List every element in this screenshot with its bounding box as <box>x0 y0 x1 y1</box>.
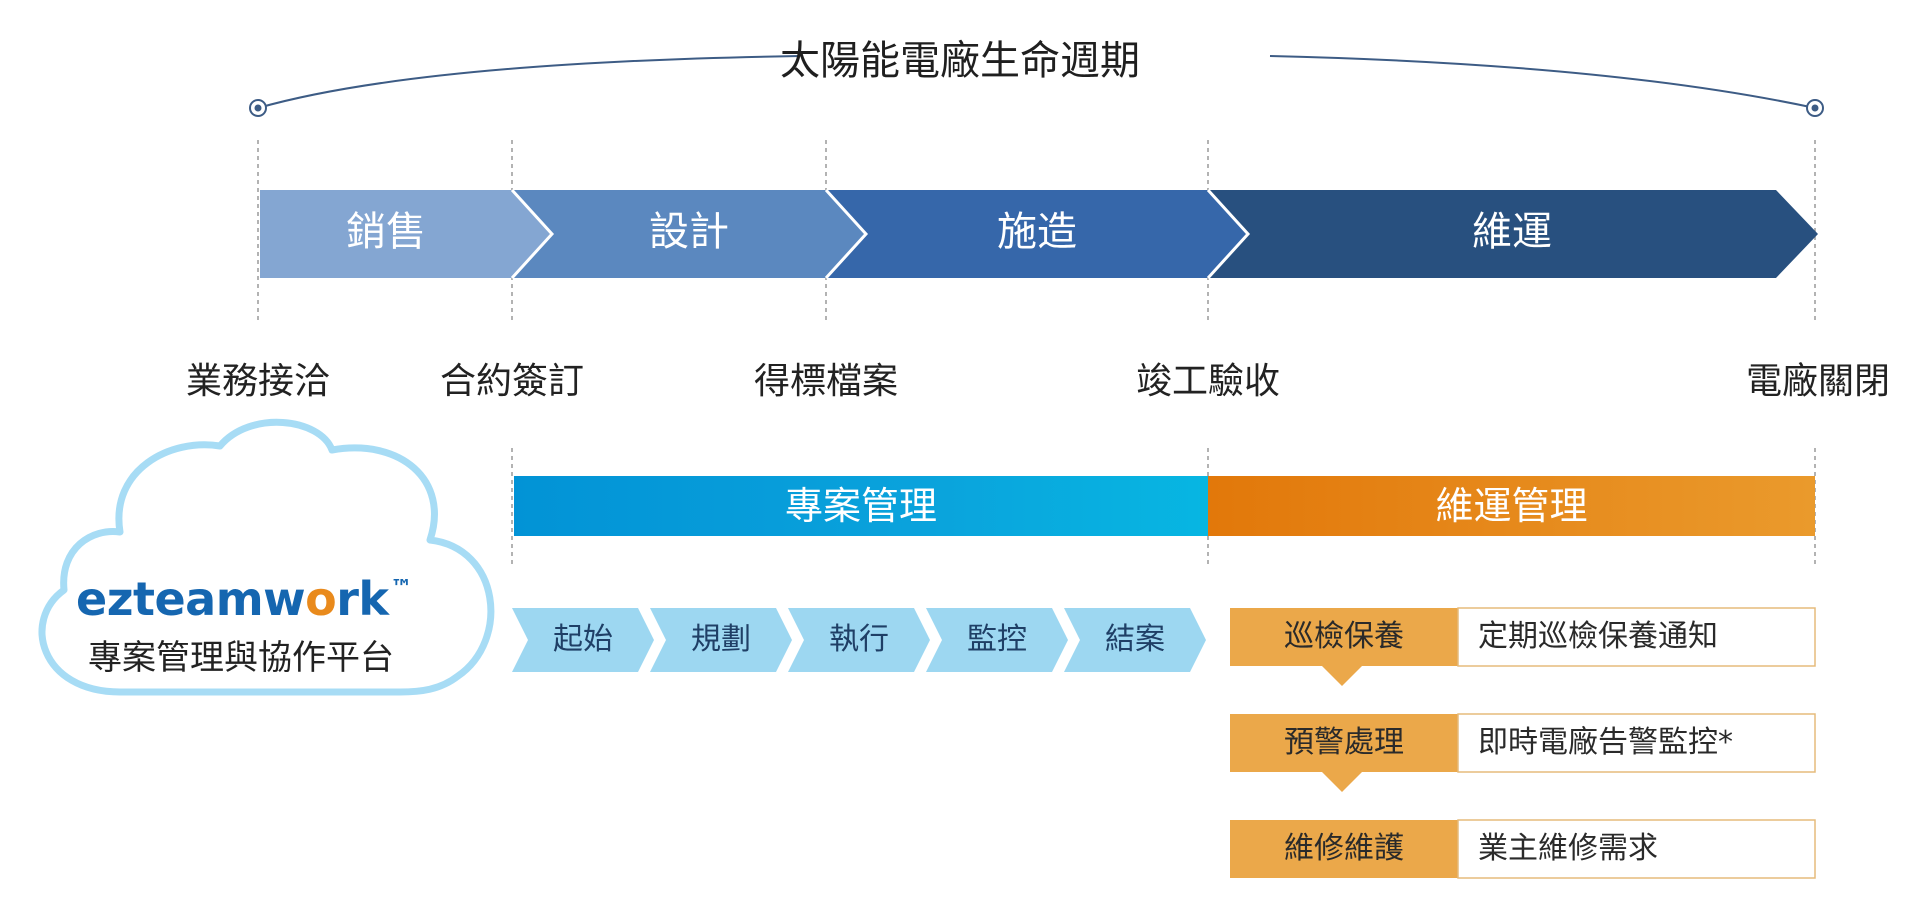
step-2-label: 規劃 <box>691 622 751 657</box>
ezteamwork-logo: eztеamwork™ <box>76 572 413 626</box>
ops-task-rows <box>1230 607 1816 879</box>
band-project-bg <box>514 476 1208 536</box>
lifecycle-arc-left <box>257 55 801 109</box>
milestone-4: 竣工驗收 <box>1135 361 1281 402</box>
milestone-2: 合約簽訂 <box>439 361 585 402</box>
step-4-arrow <box>926 608 1068 672</box>
phase-ops-arrow <box>1208 190 1818 278</box>
arc-end-dot-core <box>1811 104 1819 112</box>
logo-text-pre: eztеamw <box>76 572 306 626</box>
step-2-arrow <box>650 608 792 672</box>
milestone-5: 電廠關閉 <box>1745 361 1891 402</box>
task-1-label: 巡檢保養 <box>1284 619 1404 654</box>
step-3-label: 執行 <box>829 622 889 657</box>
step-5-arrow <box>1064 608 1206 672</box>
task-3-desc: 業主維修需求 <box>1478 831 1658 866</box>
phase-label-sales: 銷售 <box>346 209 426 255</box>
phase-design-arrow <box>512 190 866 278</box>
phase-sales-arrow <box>260 190 552 278</box>
task-3-label: 維修維護 <box>1284 831 1404 866</box>
phase-build-arrow <box>826 190 1248 278</box>
logo-trademark: ™ <box>390 576 413 601</box>
cloud-subtitle: 專案管理與協作平台 <box>88 638 394 678</box>
phase-label-ops: 維運 <box>1472 209 1552 255</box>
project-steps <box>512 608 1206 672</box>
step-5-label: 結案 <box>1105 622 1165 657</box>
milestone-3: 得標檔案 <box>753 361 899 402</box>
milestone-1: 業務接洽 <box>185 361 331 402</box>
phase-label-design: 設計 <box>649 209 729 255</box>
band-ops-bg <box>1208 476 1815 536</box>
task-2-label: 預警處理 <box>1284 725 1404 760</box>
lifecycle-arc-right <box>1269 55 1816 109</box>
logo-globe-o: o <box>305 572 337 626</box>
step-3-arrow <box>788 608 930 672</box>
task-2-desc: 即時電廠告警監控* <box>1478 725 1733 760</box>
phase-label-build: 施造 <box>997 209 1077 255</box>
step-1-label: 起始 <box>553 622 613 657</box>
task-1-desc: 定期巡檢保養通知 <box>1478 619 1718 654</box>
diagram-title: 太陽能電廠生命週期 <box>780 38 1140 84</box>
arc-start-dot-core <box>254 104 262 112</box>
step-1-arrow <box>512 608 654 672</box>
band-project-label: 專案管理 <box>784 484 937 528</box>
band-ops-label: 維運管理 <box>1435 484 1588 528</box>
step-4-label: 監控 <box>967 622 1027 657</box>
logo-text-post: rk <box>336 572 389 626</box>
cloud-shape <box>38 418 495 696</box>
